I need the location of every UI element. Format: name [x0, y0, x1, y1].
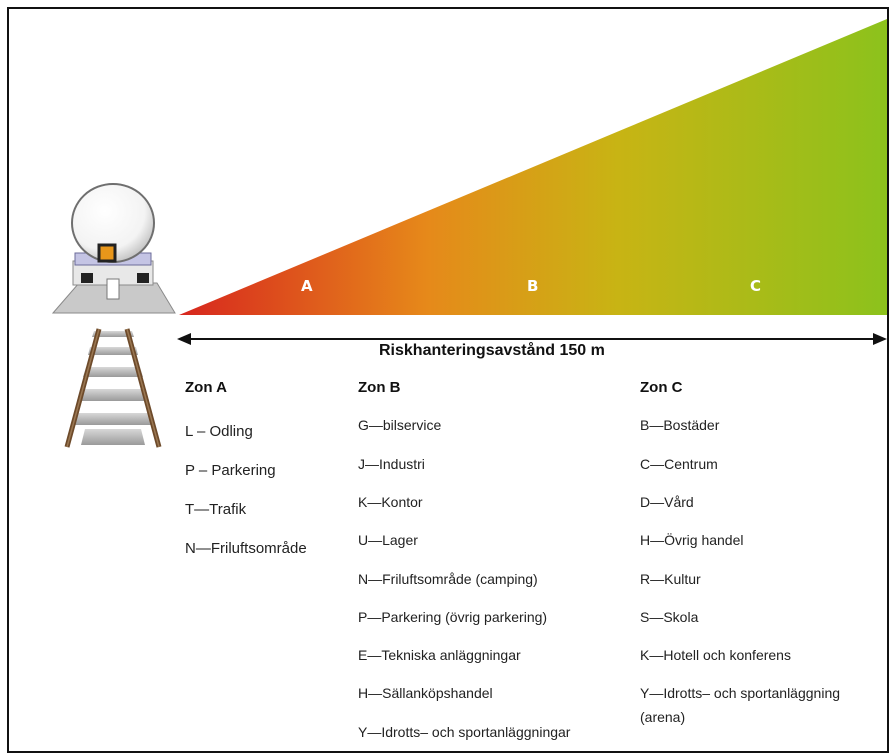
zone-c-column: Zon C B—Bostäder C—Centrum D—Vård H—Övri… [640, 379, 885, 749]
list-item: R—Kultur [640, 571, 701, 587]
list-item: J—Industri [358, 456, 425, 472]
zone-letter-a: A [301, 277, 313, 295]
list-item: P—Parkering (övrig parkering) [358, 609, 548, 625]
list-item: D—Vård [640, 494, 694, 510]
zone-b-column: Zon B G—bilservice J—Industri K—Kontor U… [358, 379, 628, 749]
list-item: N—Friluftsområde [185, 540, 307, 557]
railway-track-icon [64, 328, 162, 448]
list-item: L – Odling [185, 423, 253, 440]
risk-distance-triangle [179, 19, 887, 315]
list-item: H—Övrig handel [640, 532, 744, 548]
list-item: H—Sällanköpshandel [358, 685, 493, 701]
tank-wagon-icon [51, 183, 176, 314]
list-item: Y—Idrotts– och sportanläggning [640, 685, 841, 701]
list-item: B—Bostäder [640, 417, 720, 433]
zone-letter-b: B [527, 277, 539, 295]
distance-arrow [177, 333, 887, 345]
diagram-artwork [51, 19, 887, 448]
list-item: K—Kontor [358, 494, 423, 510]
list-item: Y—Idrotts– och sportanläggningar [358, 724, 571, 740]
list-item: S—Skola [640, 609, 699, 625]
list-item: K—Hotell och konferens [640, 647, 791, 663]
list-item: N—Friluftsområde (camping) [358, 571, 538, 587]
list-item: T—Trafik [185, 501, 247, 518]
list-item: G—bilservice [358, 417, 442, 433]
distance-label: Riskhanteringsavstånd 150 m [379, 342, 605, 359]
list-item: C—Centrum [640, 456, 718, 472]
diagram-frame: A B C Riskhanteringsavstånd 150 m Zon A … [7, 7, 889, 753]
zone-a-heading: Zon A [185, 379, 227, 396]
list-item: (arena) [640, 709, 686, 725]
zone-letter-c: C [750, 277, 762, 295]
list-item: E—Tekniska anläggningar [358, 647, 521, 663]
zone-a-column: Zon A L – Odling P – Parkering T—Trafik … [185, 379, 355, 599]
zone-b-heading: Zon B [358, 379, 401, 396]
list-item: U—Lager [358, 532, 418, 548]
zone-c-heading: Zon C [640, 379, 683, 396]
list-item: P – Parkering [185, 462, 276, 479]
